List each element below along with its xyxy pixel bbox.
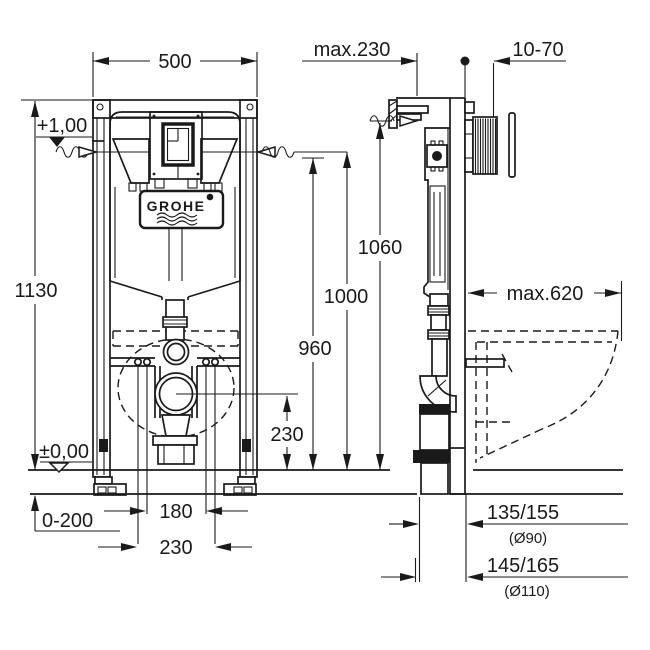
dim-bolt-spacing-230: 230: [98, 537, 252, 559]
grohe-logo: GROHE: [138, 189, 225, 230]
dim-frame-width: 500: [92, 51, 258, 97]
dim-label-1130: 1130: [14, 280, 57, 302]
dim-label-0-200: 0-200: [42, 510, 93, 532]
dim-bowl-depth: max.620: [468, 281, 623, 341]
fixing-bolt: [142, 357, 152, 367]
dim-drain-height: 230: [176, 393, 304, 470]
dim-frame-height: 1130: [14, 99, 93, 470]
drain-outlet-front: [152, 366, 198, 465]
front-view: GROHE: [92, 99, 258, 544]
rail-clamp-right: [242, 439, 251, 452]
dim-floor-adjust: 0-200: [31, 495, 120, 532]
dim-label-max230: max.230: [314, 39, 391, 61]
wall-anchor-bracket: [388, 97, 450, 129]
dim-label-dia90: (Ø90): [509, 530, 547, 547]
dim-label-145-165: 145/165: [487, 555, 559, 577]
fixing-bolt: [201, 357, 211, 367]
pipe-seal-upper: [419, 404, 450, 414]
dim-label-230-bottom: 230: [159, 537, 192, 559]
dimensions: 500 max.230 10-70 1130 +1,00: [14, 39, 628, 600]
stop-valve-icon: [426, 140, 448, 172]
fixing-bolt: [133, 357, 143, 367]
reference-dot-icon: [460, 56, 470, 66]
break-arrow-right-icon: [78, 145, 99, 159]
cistern-side-profile: [423, 127, 450, 298]
cistern-front: GROHE: [109, 111, 241, 298]
datum-zero: ±0,00: [39, 441, 92, 474]
grohe-logo-text: GROHE: [147, 198, 206, 214]
dim-drain-offset-110: 145/165 (Ø110): [381, 555, 628, 600]
break-arrow-left-icon: [255, 145, 276, 159]
dim-label-230-drain: 230: [270, 424, 303, 446]
flush-plate-opening: [149, 111, 203, 180]
dim-label-135-155: 135/155: [487, 502, 559, 524]
side-view: [388, 97, 619, 495]
bolt-extension-lines: [137, 366, 216, 544]
datum-plus-100: +1,00: [36, 115, 104, 147]
dashed-wc-bowl: [468, 330, 619, 463]
datum-triangle-open-icon: [48, 462, 70, 474]
dim-heights-group: 960 1000 1060: [298, 114, 419, 470]
dim-label-500: 500: [158, 51, 191, 73]
datum-label-zero: ±0,00: [39, 441, 89, 463]
grohe-logo-dot-icon: [206, 193, 214, 201]
dim-bolt-spacing-180: 180: [104, 501, 248, 523]
pipe-seal-lower: [413, 450, 450, 463]
fixing-bolt: [210, 357, 220, 367]
water-volume-right: [200, 138, 239, 184]
level-reference-line: [55, 145, 347, 159]
flush-pipe-front: [161, 297, 190, 366]
dim-wall-offset: max.230 10-70: [302, 39, 566, 117]
flush-actuation-unit: [464, 112, 516, 178]
water-volume-left: [111, 138, 150, 184]
datum-triangle-filled-icon: [49, 137, 65, 147]
dashed-mounting-band: [112, 330, 239, 347]
adjustable-feet: [93, 476, 257, 496]
break-arrow-right-icon: [399, 114, 419, 128]
flush-and-drain-pipes-side: [413, 293, 457, 495]
fixing-bolt-side: [465, 353, 513, 373]
dim-label-10-70: 10-70: [512, 39, 563, 61]
dim-label-1000: 1000: [324, 286, 369, 308]
rail-clamp-left: [99, 439, 108, 452]
datum-label-plus100: +1,00: [37, 115, 88, 137]
dim-label-960: 960: [298, 338, 331, 360]
cover-plate: [508, 112, 516, 178]
dim-label-1060: 1060: [358, 237, 403, 259]
dim-label-dia110: (Ø110): [504, 583, 550, 600]
floor-lines: [28, 469, 623, 495]
dim-drain-offset-90: 135/155 (Ø90): [389, 494, 628, 582]
dim-label-max620: max.620: [507, 283, 584, 305]
dim-label-180: 180: [159, 501, 192, 523]
